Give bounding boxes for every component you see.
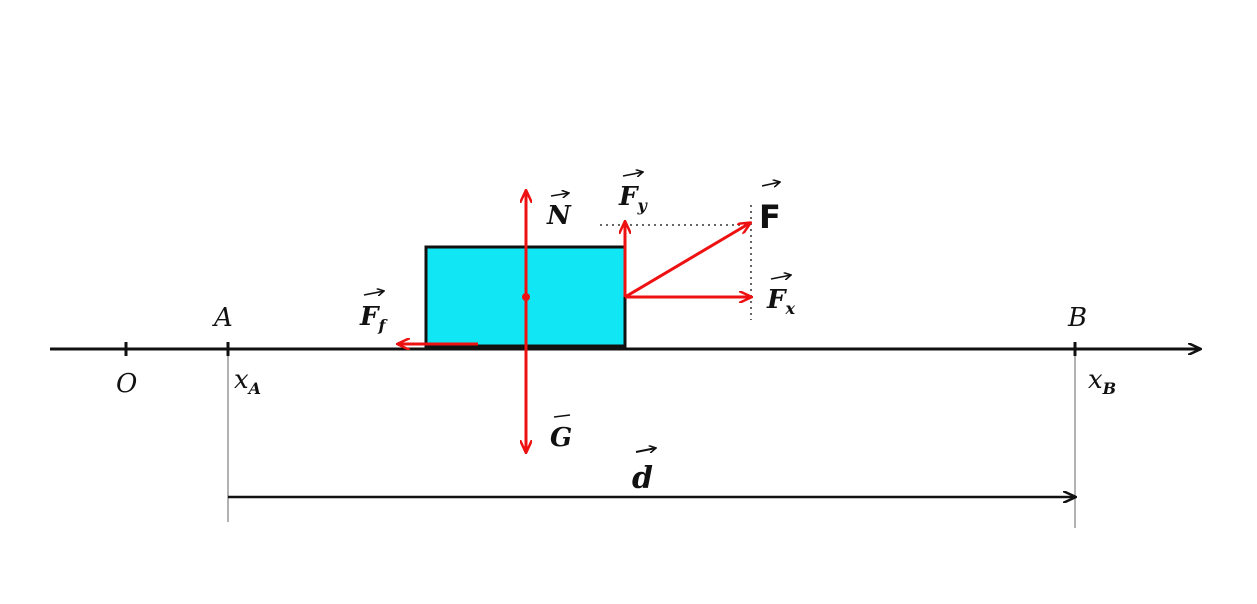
friction-letter: F bbox=[359, 302, 380, 332]
applied-force-label: F bbox=[759, 198, 781, 236]
applied-force-vector-bar bbox=[761, 182, 780, 186]
origin-label: O bbox=[116, 369, 137, 399]
force-y-sub: y bbox=[636, 196, 648, 215]
x-a-letter: x bbox=[234, 365, 249, 395]
friction-vector-bar bbox=[363, 291, 384, 295]
x-a-sub: A bbox=[247, 379, 261, 398]
x-b-label: xB bbox=[1088, 365, 1116, 398]
x-b-letter: x bbox=[1088, 365, 1103, 395]
gravity-vector-bar bbox=[553, 414, 571, 418]
point-a-label: A bbox=[212, 303, 233, 333]
x-b-sub: B bbox=[1102, 379, 1117, 398]
center-of-mass-dot bbox=[522, 293, 530, 301]
normal-force-label: N bbox=[546, 201, 572, 231]
point-b-label: B bbox=[1067, 303, 1087, 333]
friction-sub: f bbox=[377, 316, 388, 335]
force-x-label: Fx bbox=[766, 285, 795, 318]
force-y-vector-bar bbox=[622, 172, 643, 176]
x-a-label: xA bbox=[234, 365, 261, 398]
gravity-label: G bbox=[550, 423, 572, 453]
force-y-letter: F bbox=[618, 182, 639, 212]
friction-force-label: Ff bbox=[359, 302, 388, 335]
displacement-label: d bbox=[632, 461, 653, 496]
force-x-vector-bar bbox=[770, 275, 791, 279]
force-y-label: Fy bbox=[618, 182, 648, 215]
displacement-vector-bar bbox=[635, 448, 656, 452]
force-x-sub: x bbox=[784, 299, 795, 318]
normal-vector-bar bbox=[550, 193, 569, 196]
applied-force-arrow bbox=[624, 223, 750, 299]
force-x-letter: F bbox=[766, 285, 787, 315]
